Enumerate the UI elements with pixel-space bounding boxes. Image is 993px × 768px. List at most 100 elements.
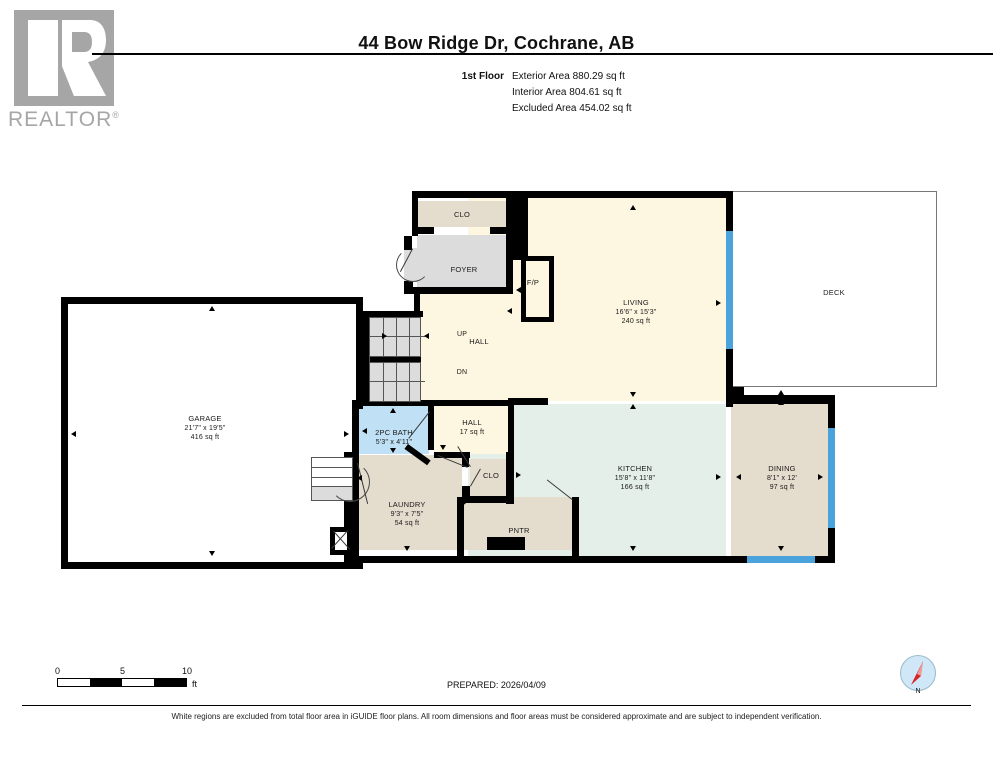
wall-living-right (726, 191, 733, 231)
area-line-interior: Interior Area 804.61 sq ft (512, 87, 622, 98)
room-name-deck: DECK (823, 288, 845, 297)
footer-divider (22, 705, 971, 706)
room-area-laundry: 54 sq ft (394, 520, 420, 527)
wall-garage-left (61, 297, 68, 569)
extent-arrow-dining-left (736, 474, 741, 480)
wall-clo2-bottom (462, 496, 514, 503)
disclaimer-text: White regions are excluded from total fl… (171, 712, 822, 721)
stair-tread-d3 (409, 362, 410, 402)
extent-arrow-living-top (630, 205, 636, 210)
stair-tread-u2 (396, 317, 397, 357)
stairs-lower (369, 362, 421, 402)
wall-deck-step (726, 387, 744, 403)
area-lines: Exterior Area 880.29 sq ft Interior Area… (512, 69, 632, 117)
room-label-kitchen: KITCHEN 15'8" x 11'8" 166 sq ft (585, 464, 685, 493)
wall-hall2-right (508, 400, 514, 458)
wall-pantry-left (457, 497, 464, 563)
wall-living-top (412, 191, 732, 198)
stair-turn-arrow (382, 333, 387, 339)
extent-arrow-bath-bottom (390, 448, 396, 453)
room-label-foyer: FOYER (430, 265, 498, 275)
realtor-wordmark-text: REALTOR (8, 108, 113, 131)
area-line-excluded: Excluded Area 454.02 sq ft (512, 103, 632, 114)
room-name-fireplace: F/P (526, 278, 540, 287)
room-dims-bath: 5'3" x 4'11" (375, 438, 413, 446)
room-name-laundry: LAUNDRY (388, 500, 426, 509)
wall-bath-right (428, 400, 434, 450)
registered-mark: ® (112, 110, 120, 120)
wall-garage-right-upper (356, 297, 363, 409)
room-fill-bath-cut (359, 406, 429, 454)
room-fill-deck (731, 191, 937, 387)
room-area-dining: 97 sq ft (769, 484, 795, 491)
room-name-bath: 2PC BATH (375, 428, 413, 437)
wall-bath-top (356, 400, 434, 406)
scale-segment-3 (122, 679, 154, 686)
scale-segment-2 (90, 679, 122, 686)
room-name-hall-upper: HALL (469, 337, 489, 346)
extent-arrow-bath-top (390, 408, 396, 413)
extent-arrow-dining-top (778, 400, 784, 405)
room-label-clo-front: CLO (438, 210, 486, 220)
extent-arrow-hall2 (440, 445, 446, 450)
extent-arrow-living-right (716, 300, 721, 306)
stair-run-line-up (369, 336, 425, 337)
extent-arrow-laundry-left (357, 475, 362, 481)
room-fill-clo-front (417, 201, 512, 227)
room-label-living: LIVING 16'6" x 15'3" 240 sq ft (588, 298, 684, 327)
door-foyer-entry (396, 248, 430, 282)
stair-tread-d2 (396, 362, 397, 402)
scale-bar (57, 678, 187, 687)
stair-tread-d1 (383, 362, 384, 402)
stair-turn-line (369, 336, 370, 382)
extent-arrow-garage-left (71, 431, 76, 437)
extent-arrow-kitchen-top (630, 404, 636, 409)
compass-north-label: N (915, 688, 921, 695)
stair-run-line-down (369, 381, 425, 382)
prepared-date: PREPARED: 2026/04/09 (447, 680, 546, 690)
extent-arrow-kitchen-right (716, 474, 721, 480)
window-dining-bottom (747, 556, 815, 563)
room-fill-garage (68, 304, 356, 562)
wall-kitchen-bottom (457, 556, 747, 563)
wall-laundry-left (352, 455, 359, 563)
room-dims-laundry: 9'3" x 7'5" (390, 510, 424, 518)
room-label-laundry: LAUNDRY 9'3" x 7'5" 54 sq ft (365, 500, 449, 529)
extent-arrow-laundry-bottom (404, 546, 410, 551)
room-fill-fireplace (521, 256, 554, 322)
room-name-dining: DINING (768, 464, 796, 473)
scale-segment-1 (58, 679, 90, 686)
wall-garage-top (61, 297, 363, 304)
room-label-pantry: PNTR (496, 526, 542, 536)
room-name-pantry: PNTR (508, 526, 530, 535)
door-garage-laundry (330, 462, 370, 502)
wall-stair-mid (363, 356, 420, 362)
wall-foyer-bottom (412, 287, 513, 294)
window-dining-right (828, 428, 835, 528)
wall-fp-shoulder (513, 250, 528, 260)
wall-entry-to-hall (506, 191, 528, 259)
wall-hall2-top (434, 400, 514, 406)
wall-dining-top (733, 395, 835, 404)
room-fill-laundry (352, 455, 462, 550)
stair-down-label: DN (456, 369, 468, 376)
wall-hall2-bottom (434, 452, 470, 458)
wall-clo2-right (506, 452, 514, 504)
room-area-kitchen: 166 sq ft (620, 484, 650, 491)
extent-arrow-dining-bottom (778, 546, 784, 551)
extent-arrow-clo-rear (516, 472, 521, 478)
stair-tread-u3 (409, 317, 410, 357)
room-name-garage: GARAGE (188, 414, 222, 423)
wall-kitchen-left-stub (508, 398, 548, 405)
room-label-garage: GARAGE 21'7" x 19'5" 416 sq ft (155, 414, 255, 443)
extent-arrow-garage-right (344, 431, 349, 437)
wall-clo-bottom-r (490, 227, 512, 234)
extent-arrow-deck (778, 390, 784, 395)
page-title: 44 Bow Ridge Dr, Cochrane, AB (358, 33, 635, 53)
room-name-hall-lower: HALL (462, 418, 482, 427)
wall-hall-left (414, 289, 420, 317)
stair-up-label: UP (456, 331, 468, 338)
wall-dining-right-bot (828, 528, 835, 563)
